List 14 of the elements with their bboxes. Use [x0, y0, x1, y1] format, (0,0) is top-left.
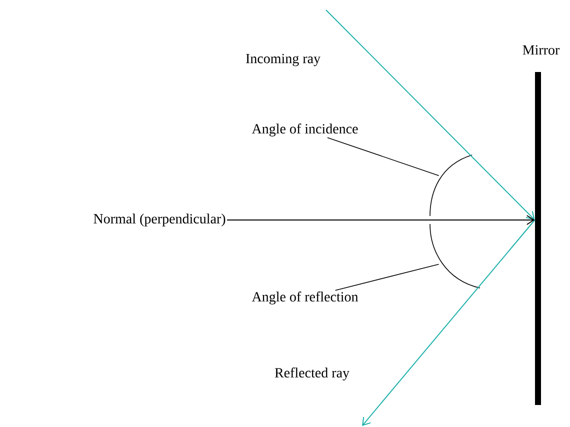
leader-line [334, 264, 440, 291]
mirror-bar [535, 72, 541, 405]
arrow [226, 215, 535, 225]
leader-line [327, 137, 440, 176]
text-label: Angle of incidence [252, 124, 358, 136]
angle-arc [430, 154, 472, 216]
ray-arrow [362, 220, 536, 426]
mirror-label: Mirror [522, 45, 560, 55]
angle-arc [430, 224, 480, 288]
ray-label: Reflected ray [274, 368, 350, 380]
ray-arrow [326, 10, 535, 220]
text-label: Normal (perpendicular) [94, 214, 226, 226]
ray-label: Incoming ray [246, 54, 320, 66]
text-label: Angle of reflection [252, 292, 358, 304]
